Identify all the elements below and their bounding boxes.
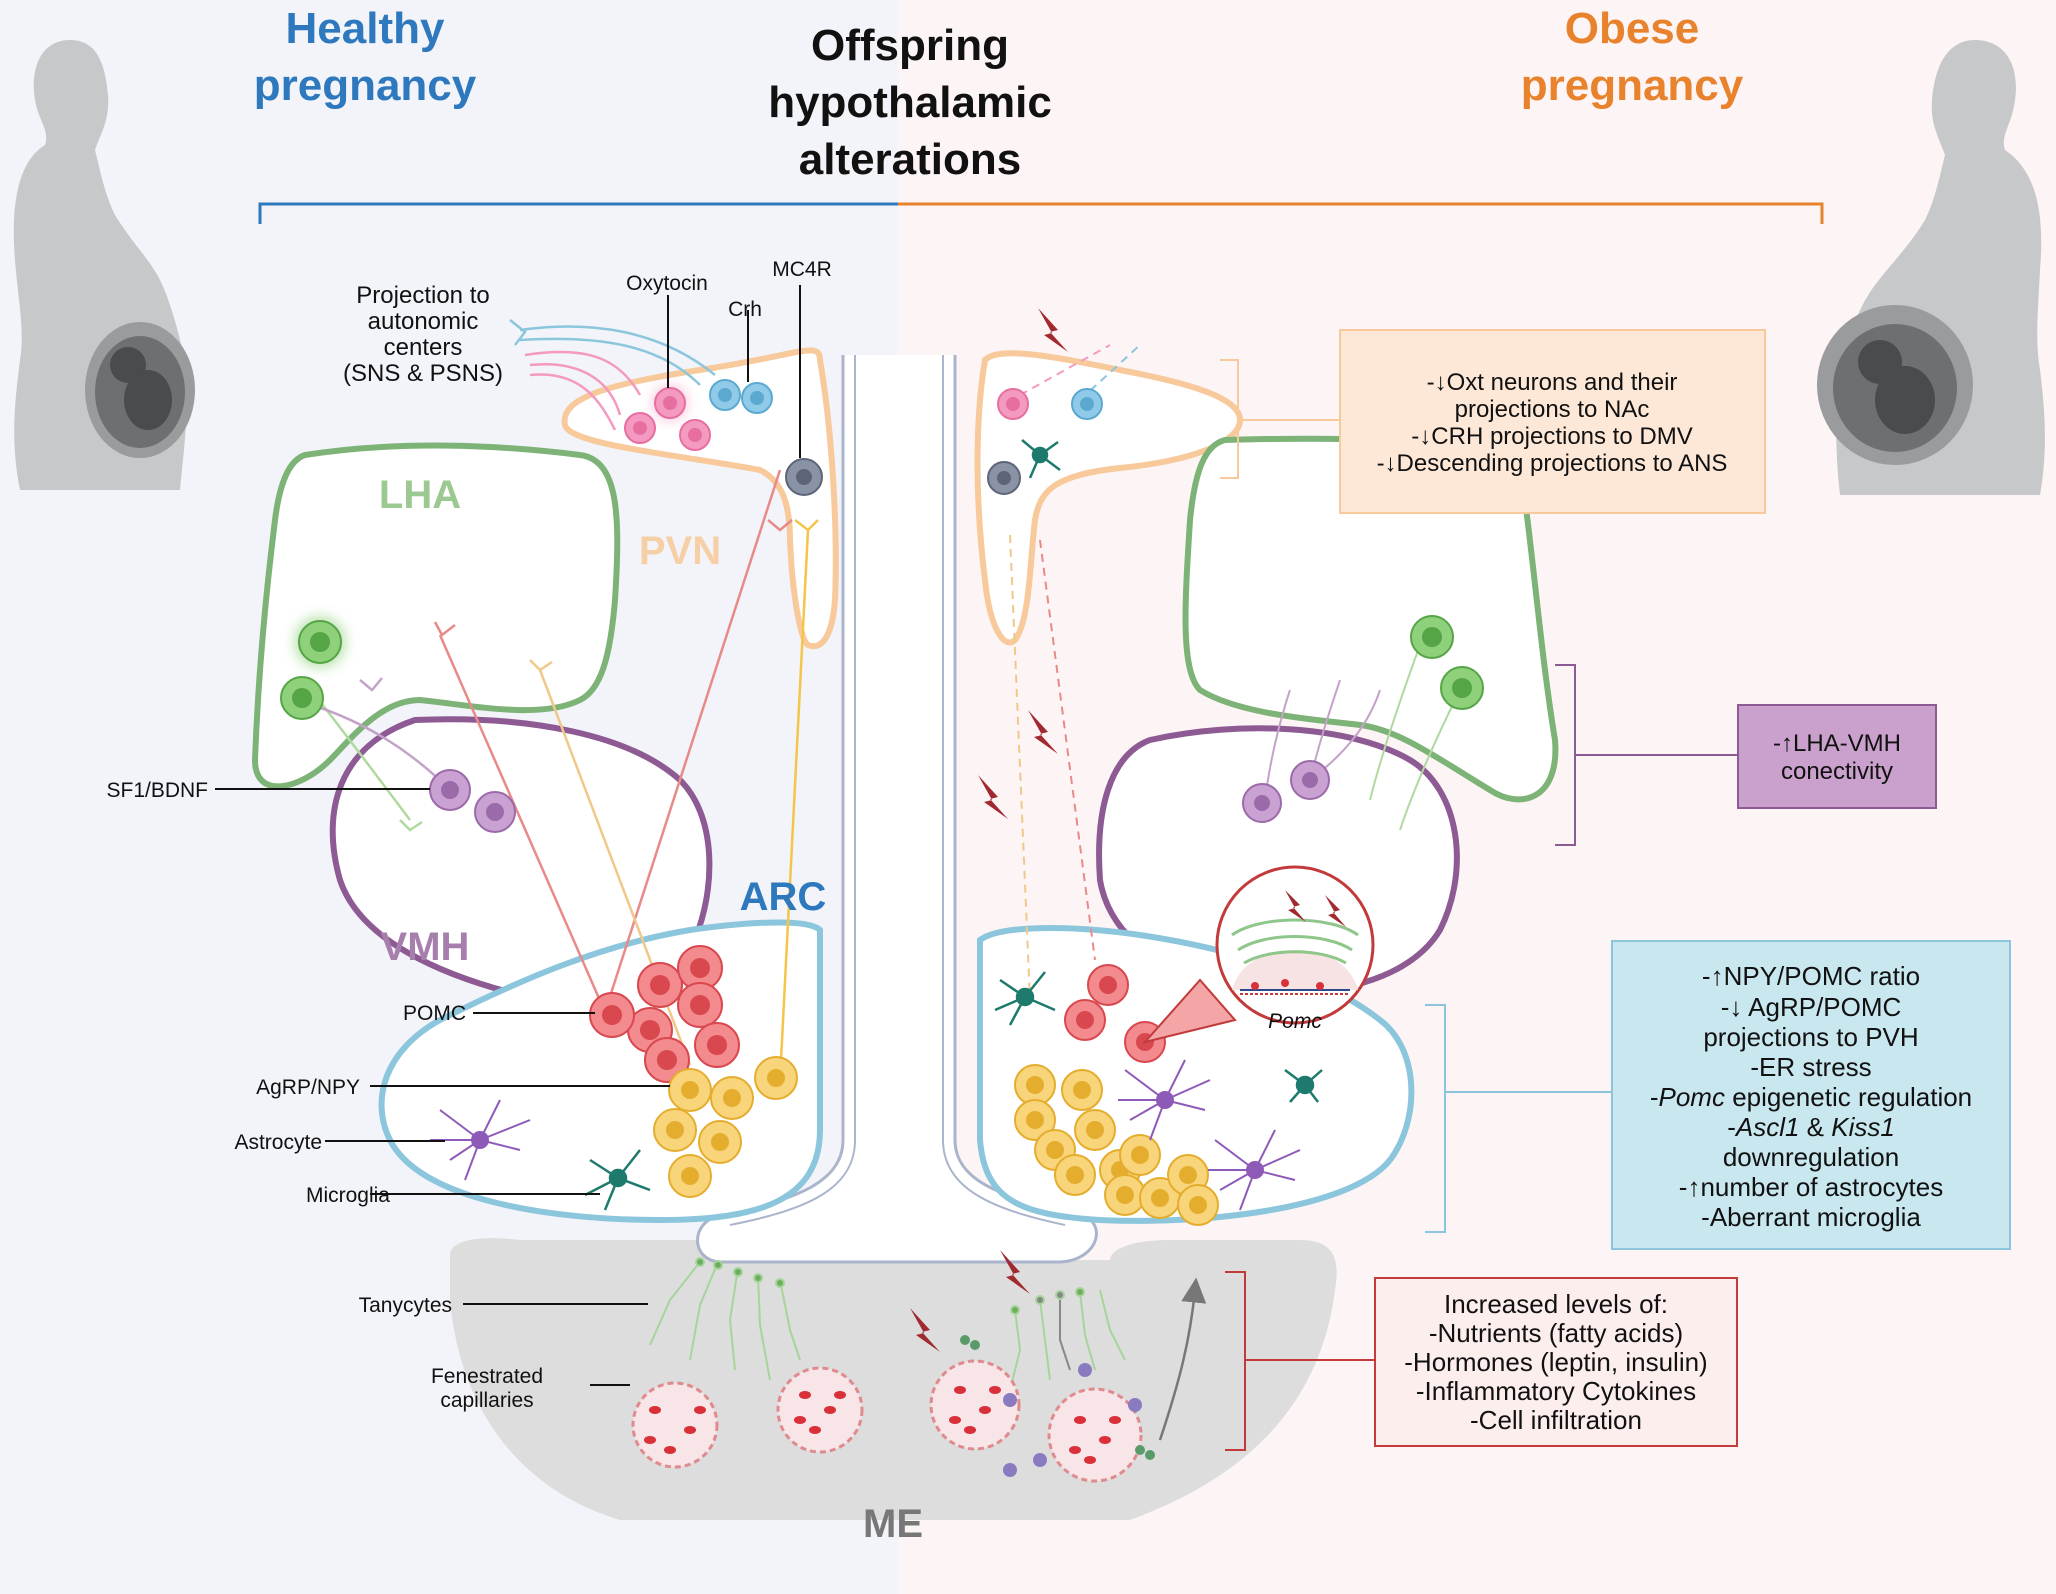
arc-box-line8: -↑number of astrocytes — [1679, 1172, 1943, 1202]
microglia-pvn-right-icon — [1021, 439, 1061, 479]
arc-summary-box — [1611, 940, 2011, 1250]
arc-label: ARC — [740, 875, 827, 919]
arc-box-line9: -Aberrant microglia — [1701, 1202, 1921, 1232]
healthy-pregnant-woman-icon — [13, 40, 195, 490]
pomc-inset — [1142, 865, 1375, 1044]
healthy-title-line2: pregnancy — [254, 61, 477, 110]
me-box-bracket — [1225, 1271, 1375, 1451]
obese-bracket — [898, 202, 1824, 224]
projection-label-line4: (SNS & PSNS) — [343, 360, 503, 387]
pomc-neurons-left — [589, 945, 740, 1083]
me-box-line5: -Cell infiltration — [1470, 1405, 1642, 1435]
projection-label-line2: autonomic — [368, 308, 479, 335]
arc-box-bracket — [1425, 1004, 1612, 1233]
microglia-left-icon — [584, 1149, 651, 1211]
arc-box-line3: projections to PVH — [1703, 1022, 1918, 1052]
pvn-box-line4: -↓Descending projections to ANS — [1377, 450, 1728, 477]
lha-box-line2: conectivity — [1781, 758, 1893, 785]
mc4r-neuron — [785, 458, 823, 496]
crh-neurons — [709, 379, 773, 414]
obese-title-line1: Obese — [1565, 4, 1700, 53]
main-title-line3: alterations — [799, 135, 1022, 184]
obese-title-line2: pregnancy — [1521, 61, 1744, 110]
lha-region-left — [251, 442, 621, 790]
arc-box-line4: -ER stress — [1750, 1052, 1871, 1082]
label-leader-lines — [215, 285, 801, 1386]
vmh-neurons-right — [1242, 760, 1330, 823]
projection-label-line3: centers — [384, 334, 463, 361]
me-label: ME — [863, 1502, 923, 1546]
lha-neurons-left — [280, 616, 346, 720]
me-region — [450, 1238, 1337, 1520]
oxytocin-neurons — [624, 385, 711, 451]
pvn-box-line1: -↓Oxt neurons and their — [1427, 369, 1678, 396]
arc-box-line1: -↑NPY/POMC ratio — [1702, 961, 1920, 991]
arc-box-line6-mid: & — [1799, 1112, 1831, 1142]
pomc-gene-italic: Pomc — [1659, 1082, 1725, 1112]
astrocytes-right-icon — [1118, 1059, 1301, 1211]
arc-box-line6-dash: - — [1727, 1112, 1736, 1142]
microglia-right-icon — [994, 971, 1323, 1103]
lha-neurons-right — [1410, 615, 1484, 710]
main-title-line1: Offspring — [811, 21, 1009, 70]
lha-box-line1: -↑LHA-VMH — [1773, 730, 1901, 757]
tanycytes-right — [1009, 1287, 1126, 1391]
pvn-region-right — [974, 350, 1244, 646]
arc-box-line6: -Ascl1 & Kiss1 — [1727, 1112, 1895, 1142]
crh-label: Crh — [728, 298, 762, 321]
me-box-line3: -Hormones (leptin, insulin) — [1404, 1347, 1707, 1377]
me-box-line2: -Nutrients (fatty acids) — [1429, 1318, 1683, 1348]
sf1-bdnf-neurons — [429, 769, 516, 833]
mc4r-label: MC4R — [772, 258, 832, 281]
right-projection-fibers — [1009, 344, 1141, 1001]
arc-box-line2: -↓ AgRP/POMC — [1721, 992, 1902, 1022]
agrp-npy-neurons-right — [1014, 1064, 1219, 1226]
me-box-line1: Increased levels of: — [1444, 1289, 1668, 1319]
vmh-label: VMH — [381, 925, 470, 969]
pvn-label: PVN — [639, 529, 721, 573]
arc-box-line5-rest: epigenetic regulation — [1725, 1082, 1972, 1112]
sf1-bdnf-label: SF1/BDNF — [106, 779, 208, 802]
lha-box-bracket — [1555, 664, 1738, 846]
me-summary-box — [1374, 1277, 1738, 1447]
lha-label: LHA — [379, 473, 461, 517]
fenestrated-label-line2: capillaries — [440, 1389, 533, 1412]
microglia-label: Microglia — [306, 1184, 390, 1207]
infiltration-arrow — [1158, 1277, 1207, 1441]
pvn-box-line2: projections to NAc — [1455, 396, 1650, 423]
left-projection-terminals — [359, 319, 819, 832]
lightning-icons — [910, 308, 1068, 1352]
healthy-title-line1: Healthy — [286, 4, 445, 53]
main-title-line2: hypothalamic — [768, 78, 1052, 127]
pvn-summary-box — [1339, 329, 1766, 514]
ascl1-gene-italic: Ascl1 — [1734, 1112, 1800, 1142]
pvn-neurons-right — [987, 388, 1103, 495]
astrocyte-label: Astrocyte — [234, 1131, 322, 1154]
lha-summary-box — [1737, 704, 1937, 809]
projection-label-line1: Projection to — [356, 282, 489, 309]
agrp-npy-neurons-left — [653, 1056, 798, 1198]
kiss1-gene-italic: Kiss1 — [1831, 1112, 1895, 1142]
arc-box-line7: downregulation — [1723, 1142, 1899, 1172]
capillaries-right — [929, 1335, 1155, 1483]
obese-pregnant-woman-icon — [1817, 40, 2045, 495]
arc-box-line5: -Pomc epigenetic regulation — [1650, 1082, 1972, 1112]
pomc-label: POMC — [403, 1002, 466, 1025]
pvn-box-line3: -↓CRH projections to DMV — [1411, 423, 1692, 450]
astrocyte-left-icon — [430, 1099, 531, 1181]
oxytocin-label: Oxytocin — [626, 272, 708, 295]
pomc-inset-label: Pomc — [1268, 1010, 1322, 1033]
pvn-box-bracket — [1220, 359, 1340, 479]
agrp-npy-label: AgRP/NPY — [256, 1076, 360, 1099]
fenestrated-label-line1: Fenestrated — [431, 1365, 543, 1388]
tanycytes-left — [649, 1257, 801, 1381]
me-box-line4: -Inflammatory Cytokines — [1416, 1376, 1696, 1406]
healthy-bracket — [258, 202, 898, 224]
capillaries-left — [631, 1366, 864, 1469]
tanycytes-label: Tanycytes — [359, 1294, 452, 1317]
